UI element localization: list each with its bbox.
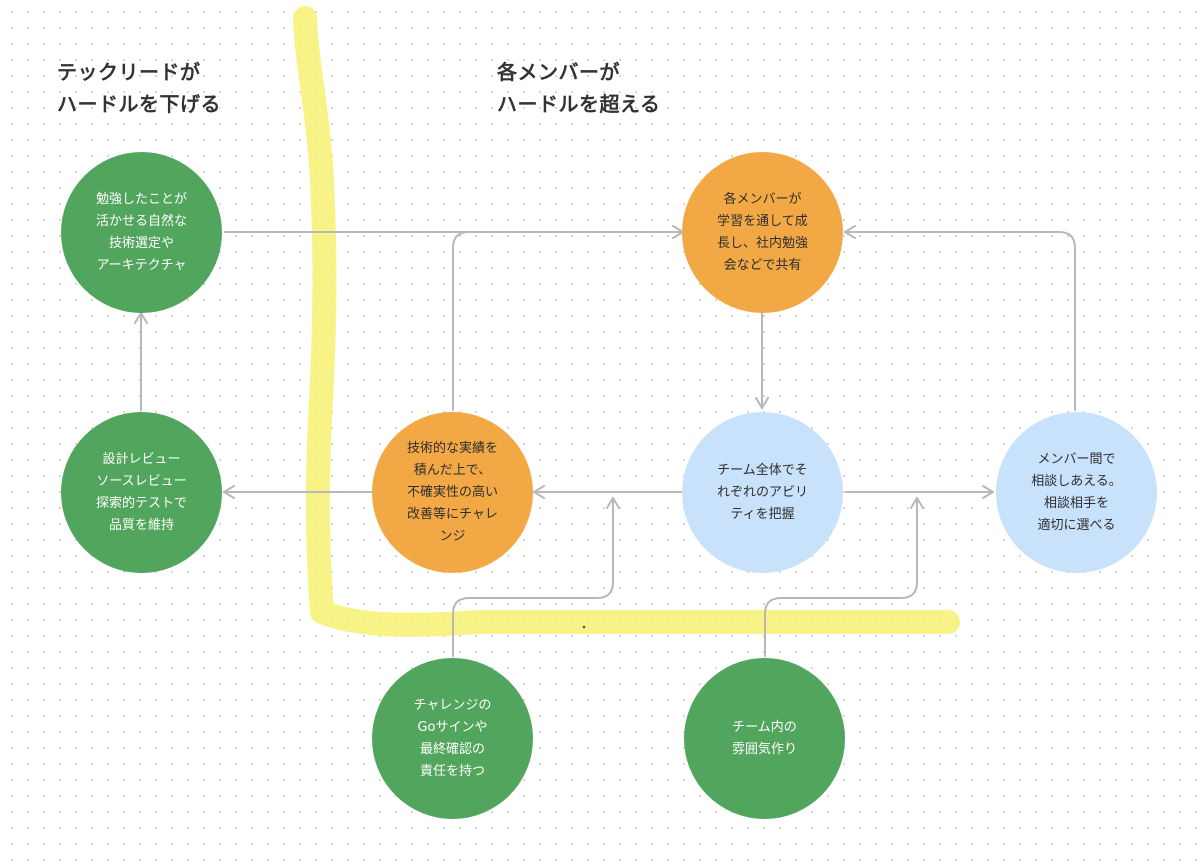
arrow-improvement-to-growth	[452, 231, 470, 411]
arrow-consult-to-growth	[844, 225, 1076, 411]
node-tech-choice-label: 勉強したことが 活かせる自然な 技術選定や アーキテクチャ	[95, 191, 187, 273]
node-consult: メンバー間で 相談しあえる。 相談相手を 適切に選べる	[996, 412, 1157, 573]
node-improvement-challenge-label: 技術的な実績を 積んだ上で、 不確実性の高い 改善等にチャレ ンジ	[406, 440, 498, 544]
heading-members: 各メンバーが ハードルを超える	[497, 56, 660, 120]
node-challenge-go: チャレンジの Goサインや 最終確認の 責任を持つ	[372, 658, 533, 819]
highlighter-divider	[293, 6, 960, 637]
arrow-challengego-up	[452, 497, 620, 657]
heading-tech-lead-line-1: テックリードが	[57, 60, 201, 84]
heading-tech-lead-line-2: ハードルを下げる	[57, 92, 221, 116]
heading-members-line-1: 各メンバーが	[497, 60, 620, 84]
connectors	[134, 225, 1076, 657]
node-team-atmosphere-label: チーム内の 雰囲気作り	[731, 719, 797, 757]
node-consult-label: メンバー間で 相談しあえる。 相談相手を 適切に選べる	[1031, 451, 1122, 533]
node-ability-grasp: チーム全体でそ れぞれのアビリ ティを把握	[682, 412, 843, 573]
arrow-atmosphere-up	[764, 497, 924, 657]
node-team-atmosphere: チーム内の 雰囲気作り	[684, 658, 845, 819]
node-review: 設計レビュー ソースレビュー 探索的テストで 品質を維持	[61, 412, 222, 573]
node-tech-choice: 勉強したことが 活かせる自然な 技術選定や アーキテクチャ	[61, 152, 222, 313]
node-member-growth-label: 各メンバーが 学習を通して成 長し、社内勉強 会などで共有	[716, 191, 808, 273]
node-improvement-challenge: 技術的な実績を 積んだ上で、 不確実性の高い 改善等にチャレ ンジ	[372, 412, 533, 573]
stray-dot	[582, 625, 586, 629]
node-challenge-go-label: チャレンジの Goサインや 最終確認の 責任を持つ	[413, 697, 492, 779]
node-ability-grasp-label: チーム全体でそ れぞれのアビリ ティを把握	[716, 462, 808, 522]
node-review-label: 設計レビュー ソースレビュー 探索的テストで 品質を維持	[95, 451, 187, 533]
heading-tech-lead: テックリードが ハードルを下げる	[57, 56, 221, 120]
node-member-growth: 各メンバーが 学習を通して成 長し、社内勉強 会などで共有	[682, 152, 843, 313]
heading-members-line-2: ハードルを超える	[497, 92, 661, 116]
